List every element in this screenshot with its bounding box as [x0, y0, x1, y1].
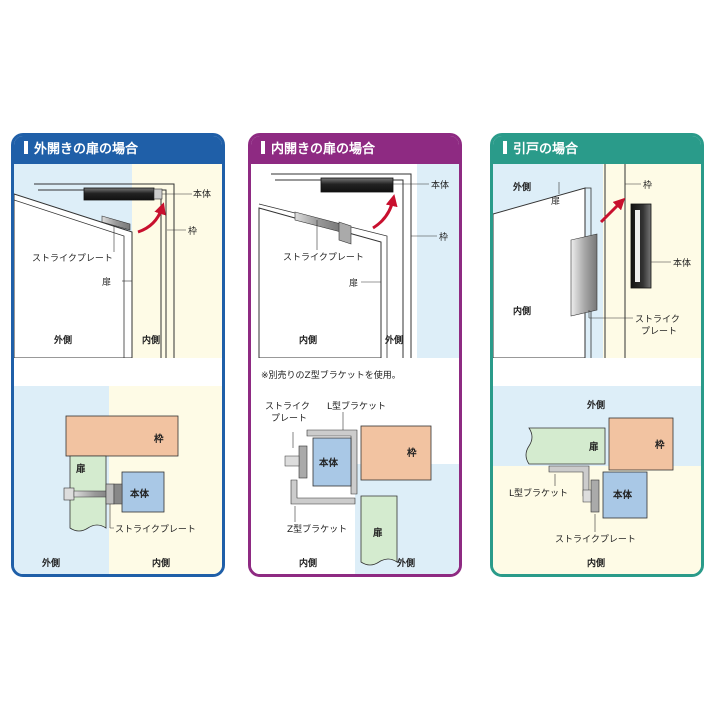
panel-header: 内開きの扉の場合: [251, 136, 459, 164]
detail-label-inside: 内側: [587, 557, 605, 569]
panel-sliding-door: 引戸の場合: [490, 133, 704, 577]
strike-plate: [101, 215, 131, 231]
detail-body-block: [602, 471, 648, 519]
detail-l-bracket: [306, 429, 358, 495]
detail-z-bracket: [290, 479, 356, 505]
label-strike-plate: ストライクプレート: [283, 252, 364, 263]
label-outside: 外側: [512, 181, 531, 193]
label-inside: 内側: [513, 305, 531, 317]
label-frame: 枠: [643, 179, 652, 191]
panel-header: 引戸の場合: [493, 136, 701, 164]
magnet-body: [83, 187, 155, 201]
closing-arrow-icon: [137, 202, 166, 234]
detail-label-strike-plate: ストライクプレート: [115, 524, 196, 535]
detail-label-door: 扉: [588, 441, 599, 453]
note-text: ※別売りのZ型ブラケットを使用。: [261, 369, 401, 381]
header-bar-icon: [261, 141, 265, 154]
label-body: 本体: [193, 188, 211, 200]
detail-label-outside: 外側: [41, 557, 60, 569]
closing-arrow-icon: [372, 194, 398, 230]
panel-title: 内開きの扉の場合: [271, 142, 376, 157]
label-body: 本体: [673, 257, 691, 269]
detail-body-block: [121, 471, 165, 513]
panel-outward-door: 外開きの扉の場合: [11, 133, 225, 577]
detail-label-door: 扉: [372, 527, 383, 539]
label-frame: 枠: [439, 231, 448, 243]
detail-label-frame: 枠: [406, 447, 417, 459]
detail-label-inside: 内側: [299, 557, 317, 569]
panel-title: 引戸の場合: [513, 142, 579, 157]
detail-strike-plate: [298, 445, 308, 479]
header-bar-icon: [503, 141, 507, 154]
detail-label-strike-line2: プレート: [271, 413, 307, 424]
frame-outline-inner: [38, 189, 167, 358]
label-door: 扉: [551, 195, 560, 207]
detail-label-strike-plate: ストライクプレート: [555, 534, 636, 545]
label-inside: 内側: [299, 334, 317, 346]
detail-door-block: [525, 427, 606, 465]
detail-frame-block: [608, 417, 674, 471]
frame-outline: [34, 183, 175, 358]
label-strike-line1: ストライク: [635, 314, 680, 325]
label-door: 扉: [349, 277, 358, 289]
detail-label-door: 扉: [75, 463, 86, 475]
detail-label-strike-line1: ストライク: [265, 401, 310, 412]
inside-area: [603, 164, 701, 358]
frame-outline: [271, 173, 412, 358]
label-body: 本体: [431, 179, 449, 191]
detail-label-l-bracket: L型ブラケット: [327, 400, 386, 412]
label-strike-line2: プレート: [641, 326, 677, 337]
label-door: 扉: [102, 276, 111, 288]
detail-label-inside: 内側: [152, 557, 170, 569]
z-bracket: [338, 221, 352, 245]
panel-title: 外開きの扉の場合: [34, 142, 139, 157]
strike-plate: [570, 233, 598, 317]
detail-label-body: 本体: [319, 457, 339, 469]
sliding-door-diagram: 枠 外側 扉 本体 内側 ストライク プレート 外側 扉 枠 本体 L型ブラケッ…: [493, 164, 701, 574]
magnet-body: [630, 203, 652, 289]
detail-label-frame: 枠: [654, 439, 665, 451]
panel-header: 外開きの扉の場合: [14, 136, 222, 164]
detail-frame-block: [360, 425, 432, 481]
detail-bolt: [582, 489, 592, 503]
detail-label-l-bracket: L型ブラケット: [509, 487, 568, 499]
label-strike-plate: ストライクプレート: [32, 253, 113, 264]
sliding-arrow-icon: [599, 197, 626, 224]
detail-strike-plate: [105, 483, 115, 505]
detail-label-outside: 外側: [396, 557, 415, 569]
label-outside: 外側: [53, 334, 72, 346]
detail-label-z-bracket: Z型ブラケット: [287, 523, 347, 535]
outside-area: [417, 164, 459, 358]
magnet-body: [320, 177, 394, 193]
detail-label-body: 本体: [130, 488, 150, 500]
detail-bolt: [284, 455, 300, 467]
label-frame: 枠: [188, 225, 197, 237]
label-inside: 内側: [142, 334, 160, 346]
detail-frame-block: [65, 415, 179, 457]
inward-door-diagram: 本体 枠 ストライクプレート 扉 内側 外側 ※別売りのZ型ブラケットを使用。 …: [251, 164, 459, 574]
header-bar-icon: [24, 141, 28, 154]
label-outside: 外側: [384, 334, 403, 346]
outward-door-diagram: 本体 枠 ストライクプレート 扉 外側 内側 枠 扉 本体 ストライクプレート …: [14, 164, 222, 574]
detail-label-body: 本体: [613, 489, 633, 501]
detail-strike-plate: [590, 479, 600, 513]
detail-label-outside: 外側: [586, 399, 605, 411]
detail-label-frame: 枠: [153, 433, 164, 445]
panel-inward-door: 内開きの扉の場合 本体: [248, 133, 462, 577]
detail-door-block: [360, 495, 398, 566]
detail-body-block: [312, 437, 352, 487]
